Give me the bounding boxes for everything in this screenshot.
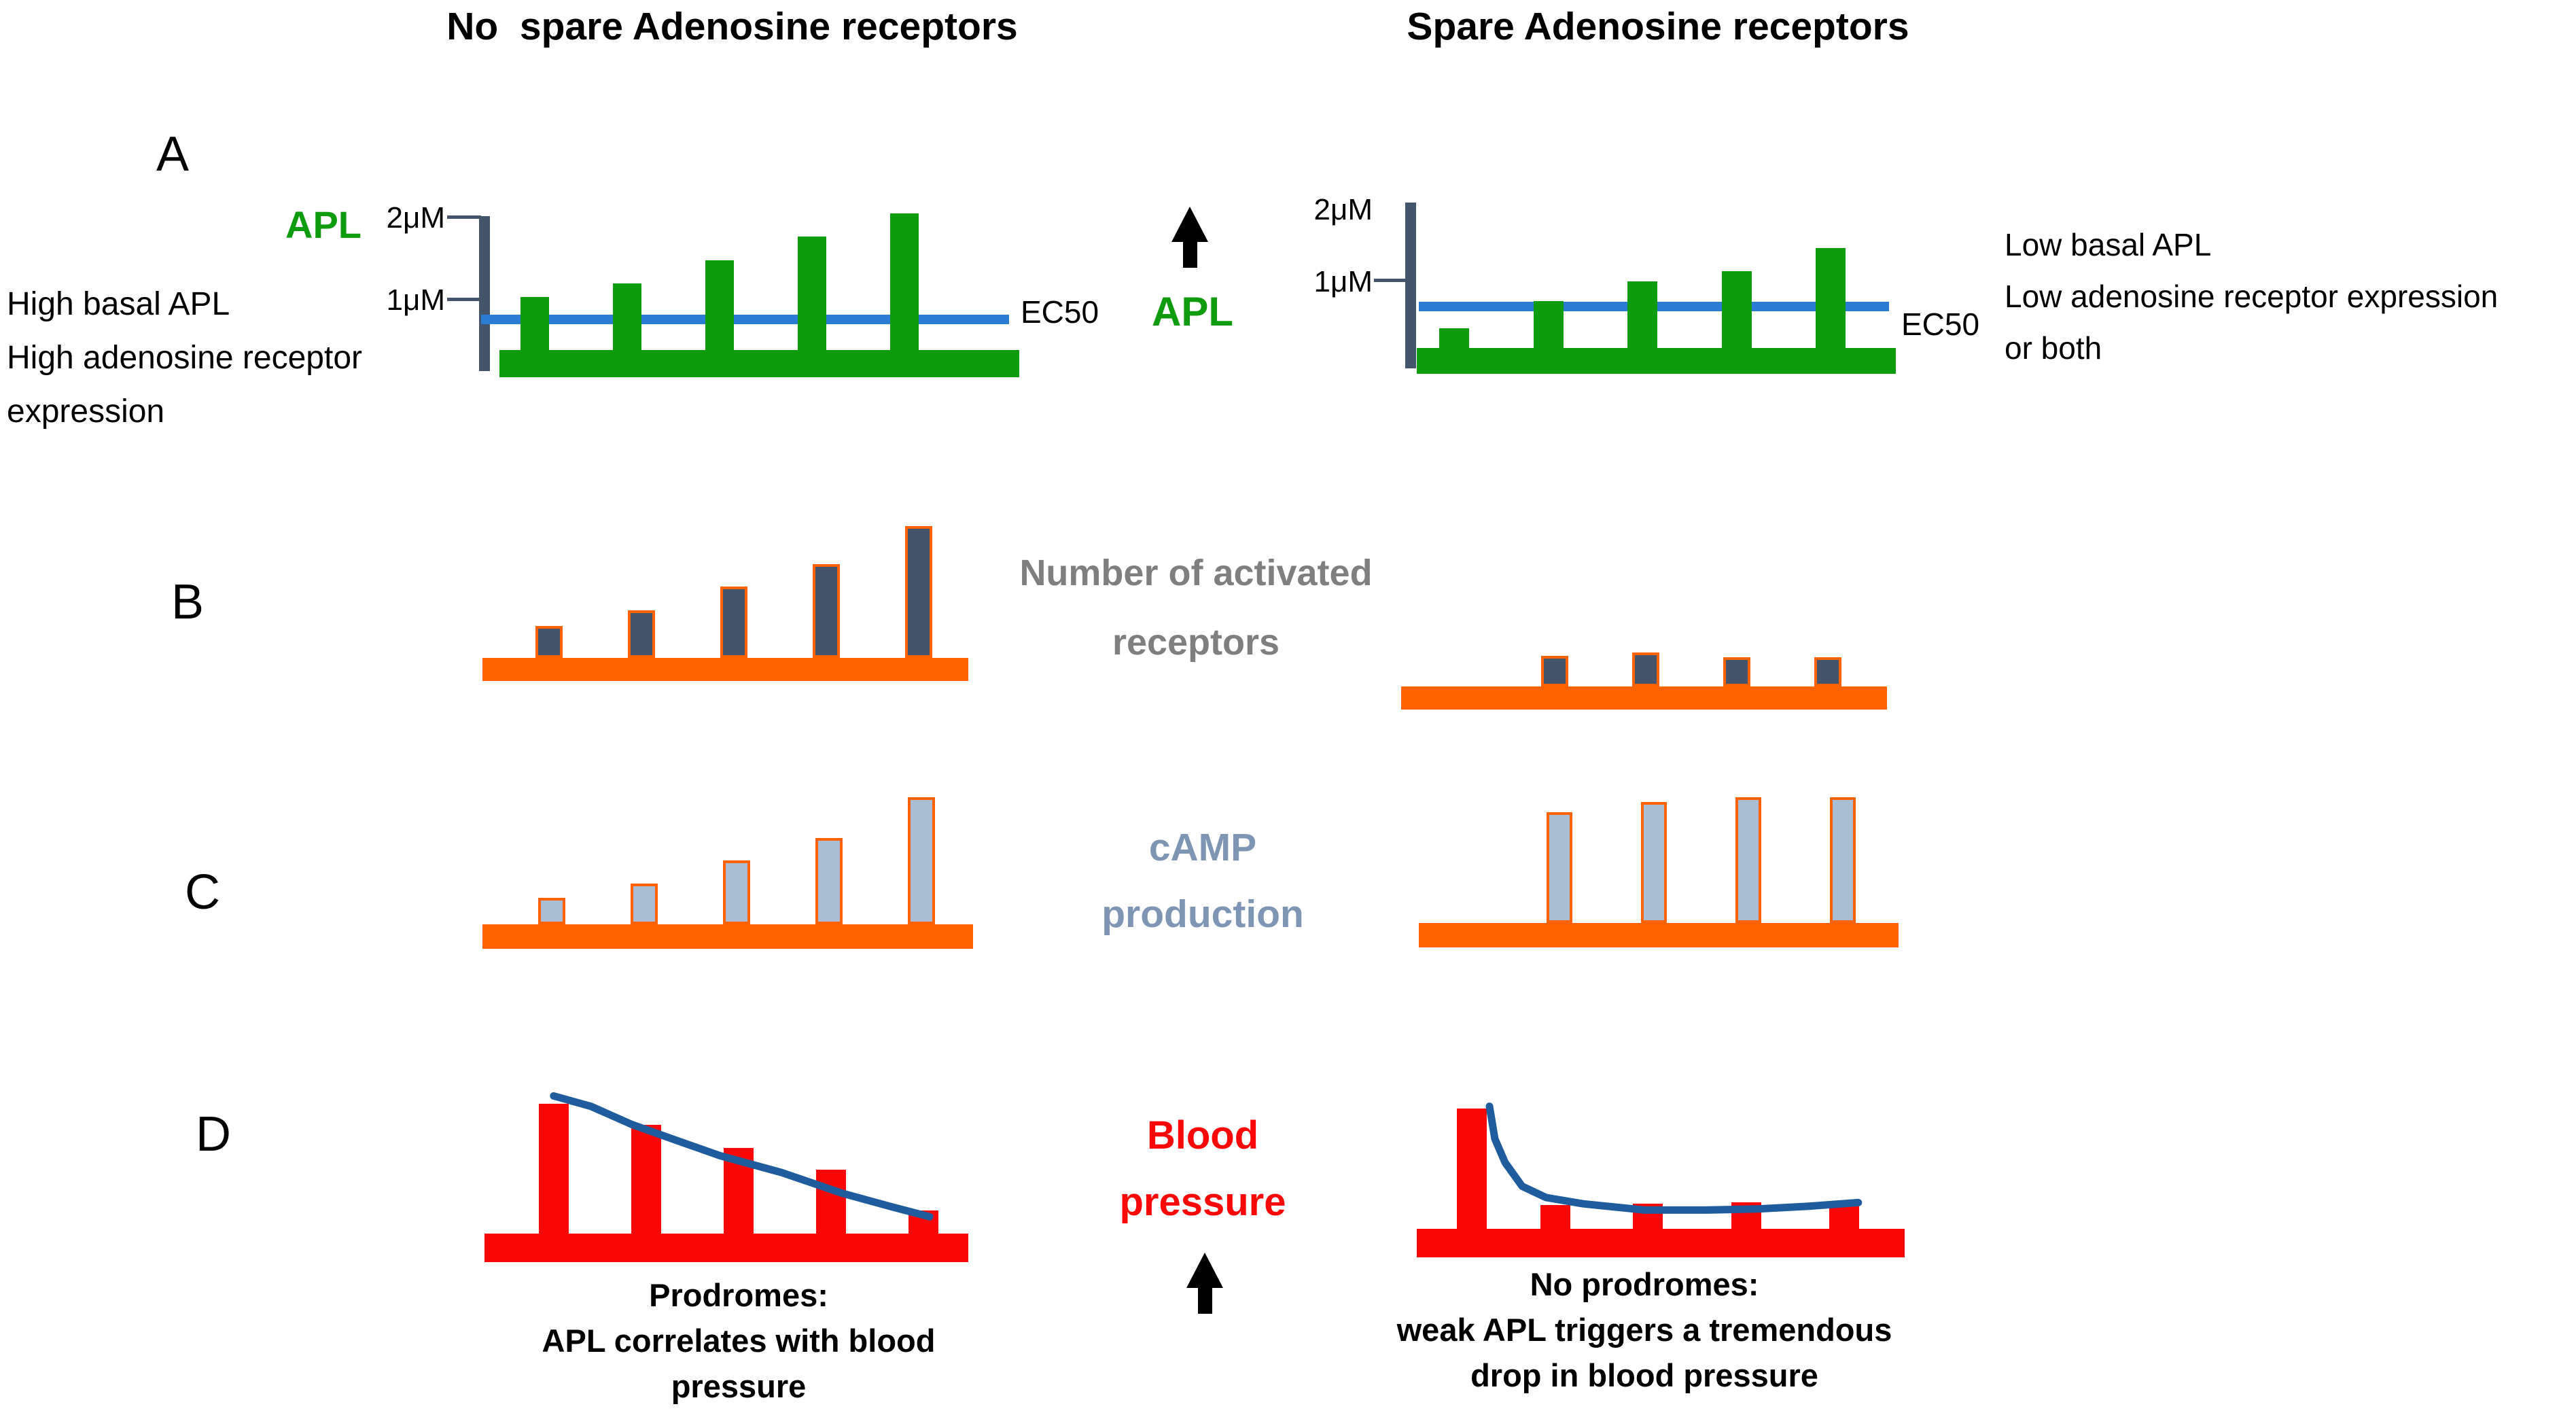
activated_receptors_spare-bar [1541,656,1568,686]
activated_receptors_spare-bar [1723,657,1750,686]
bp_no_spare-bar [908,1210,938,1234]
apl_no_spare-bar [705,260,734,350]
caption-line: or both [2005,330,2102,366]
camp-baseline-left [482,924,973,949]
receptor-baseline-left [482,658,968,681]
tick-2um-left [447,215,481,219]
caption-line: expression [7,394,165,430]
caption-line: Low basal APL [2005,227,2212,262]
row-label-a: A [156,127,190,181]
bp-baseline-left [484,1234,968,1262]
y-axis-right [1405,203,1416,368]
apl-middle-label: APL [1152,289,1233,334]
no-prodromes-caption: No prodromes: weak APL triggers a tremen… [1396,1266,1892,1393]
row-label-c: C [185,865,220,920]
apl_no_spare-bar [890,213,919,350]
apl_no_spare-bar [613,283,641,350]
camp-label: cAMP production [1101,826,1304,936]
apl-up-arrow-icon [1171,207,1208,268]
apl_spare-bar [1627,281,1657,348]
caption-line: High basal APL [7,286,230,322]
apl_no_spare-bar [521,297,549,350]
apl-axis-label-left: APL [285,203,361,246]
row-label-d: D [196,1107,231,1162]
camp_spare-bar [1641,802,1667,923]
camp_no_spare-bar [631,884,658,924]
apl-baseline-right [1417,348,1896,374]
apl_spare-bar [1816,248,1846,348]
activated_receptors_no_spare-bar [628,610,655,658]
receptor-baseline-right [1401,686,1887,710]
blood-pressure-up-arrow-icon [1186,1253,1223,1314]
activated_receptors_no_spare-bar [535,626,563,658]
bp_no_spare-bar [631,1125,661,1234]
tick-label-1um-right: 1μM [1313,265,1373,298]
activated_receptors_spare-bar [1814,657,1841,686]
caption-no-spare: High basal APL High adenosine receptor e… [7,277,362,438]
row-label-b: B [171,575,205,629]
caption-line: High adenosine receptor [7,340,363,376]
camp_spare-bar [1735,797,1761,923]
camp_no_spare-bar [723,860,750,924]
apl_spare-bar [1439,328,1469,348]
bp_spare-bar [1731,1202,1761,1229]
bp_spare-bar [1457,1109,1487,1229]
camp_no_spare-bar [538,898,565,924]
apl_no_spare-bar [798,237,826,350]
blood-pressure-label: Blood pressure [1119,1113,1286,1224]
bp_spare-bar [1540,1205,1570,1229]
caption-spare: Low basal APL Low adenosine receptor exp… [2005,219,2498,374]
ec50-line-left [481,315,1009,324]
apl-baseline-left [499,350,1019,377]
bp_spare-bar [1829,1202,1859,1229]
tick-label-2um-right: 2μM [1313,193,1373,226]
ec50-label-right: EC50 [1901,307,1980,342]
activated-receptors-label: Number of activated receptors [1019,553,1373,663]
activated_receptors_no_spare-bar [720,587,747,658]
activated_receptors_spare-bar [1632,652,1659,686]
bp_no_spare-bar [539,1104,569,1234]
camp_spare-bar [1547,812,1572,923]
column-title-right: Spare Adenosine receptors [1407,5,1909,48]
activated_receptors_no_spare-bar [813,564,840,658]
column-title-left: No spare Adenosine receptors [446,5,1018,48]
activated_receptors_no_spare-bar [905,526,932,658]
bp_no_spare-bar [816,1170,846,1234]
apl_spare-bar [1722,271,1752,348]
ec50-label-left: EC50 [1021,294,1099,330]
camp_no_spare-bar [908,797,935,924]
apl_spare-bar [1534,301,1564,348]
camp_spare-bar [1830,797,1856,923]
camp_no_spare-bar [815,838,843,924]
tick-1um-right [1374,279,1405,282]
bp_no_spare-bar [724,1148,754,1234]
tick-label-1um-left: 1μM [386,283,445,317]
bp_spare-trend-curve [1485,1102,1863,1214]
y-axis-left [479,216,490,371]
caption-line: Low adenosine receptor expression [2005,279,2499,314]
prodromes-caption: Prodromes: APL correlates with blood pre… [542,1277,936,1404]
tick-1um-left [447,298,481,301]
camp-baseline-right [1419,923,1899,947]
bp-baseline-right [1417,1229,1905,1257]
bp_spare-bar [1633,1204,1663,1229]
tick-label-2um-left: 2μM [386,201,445,234]
